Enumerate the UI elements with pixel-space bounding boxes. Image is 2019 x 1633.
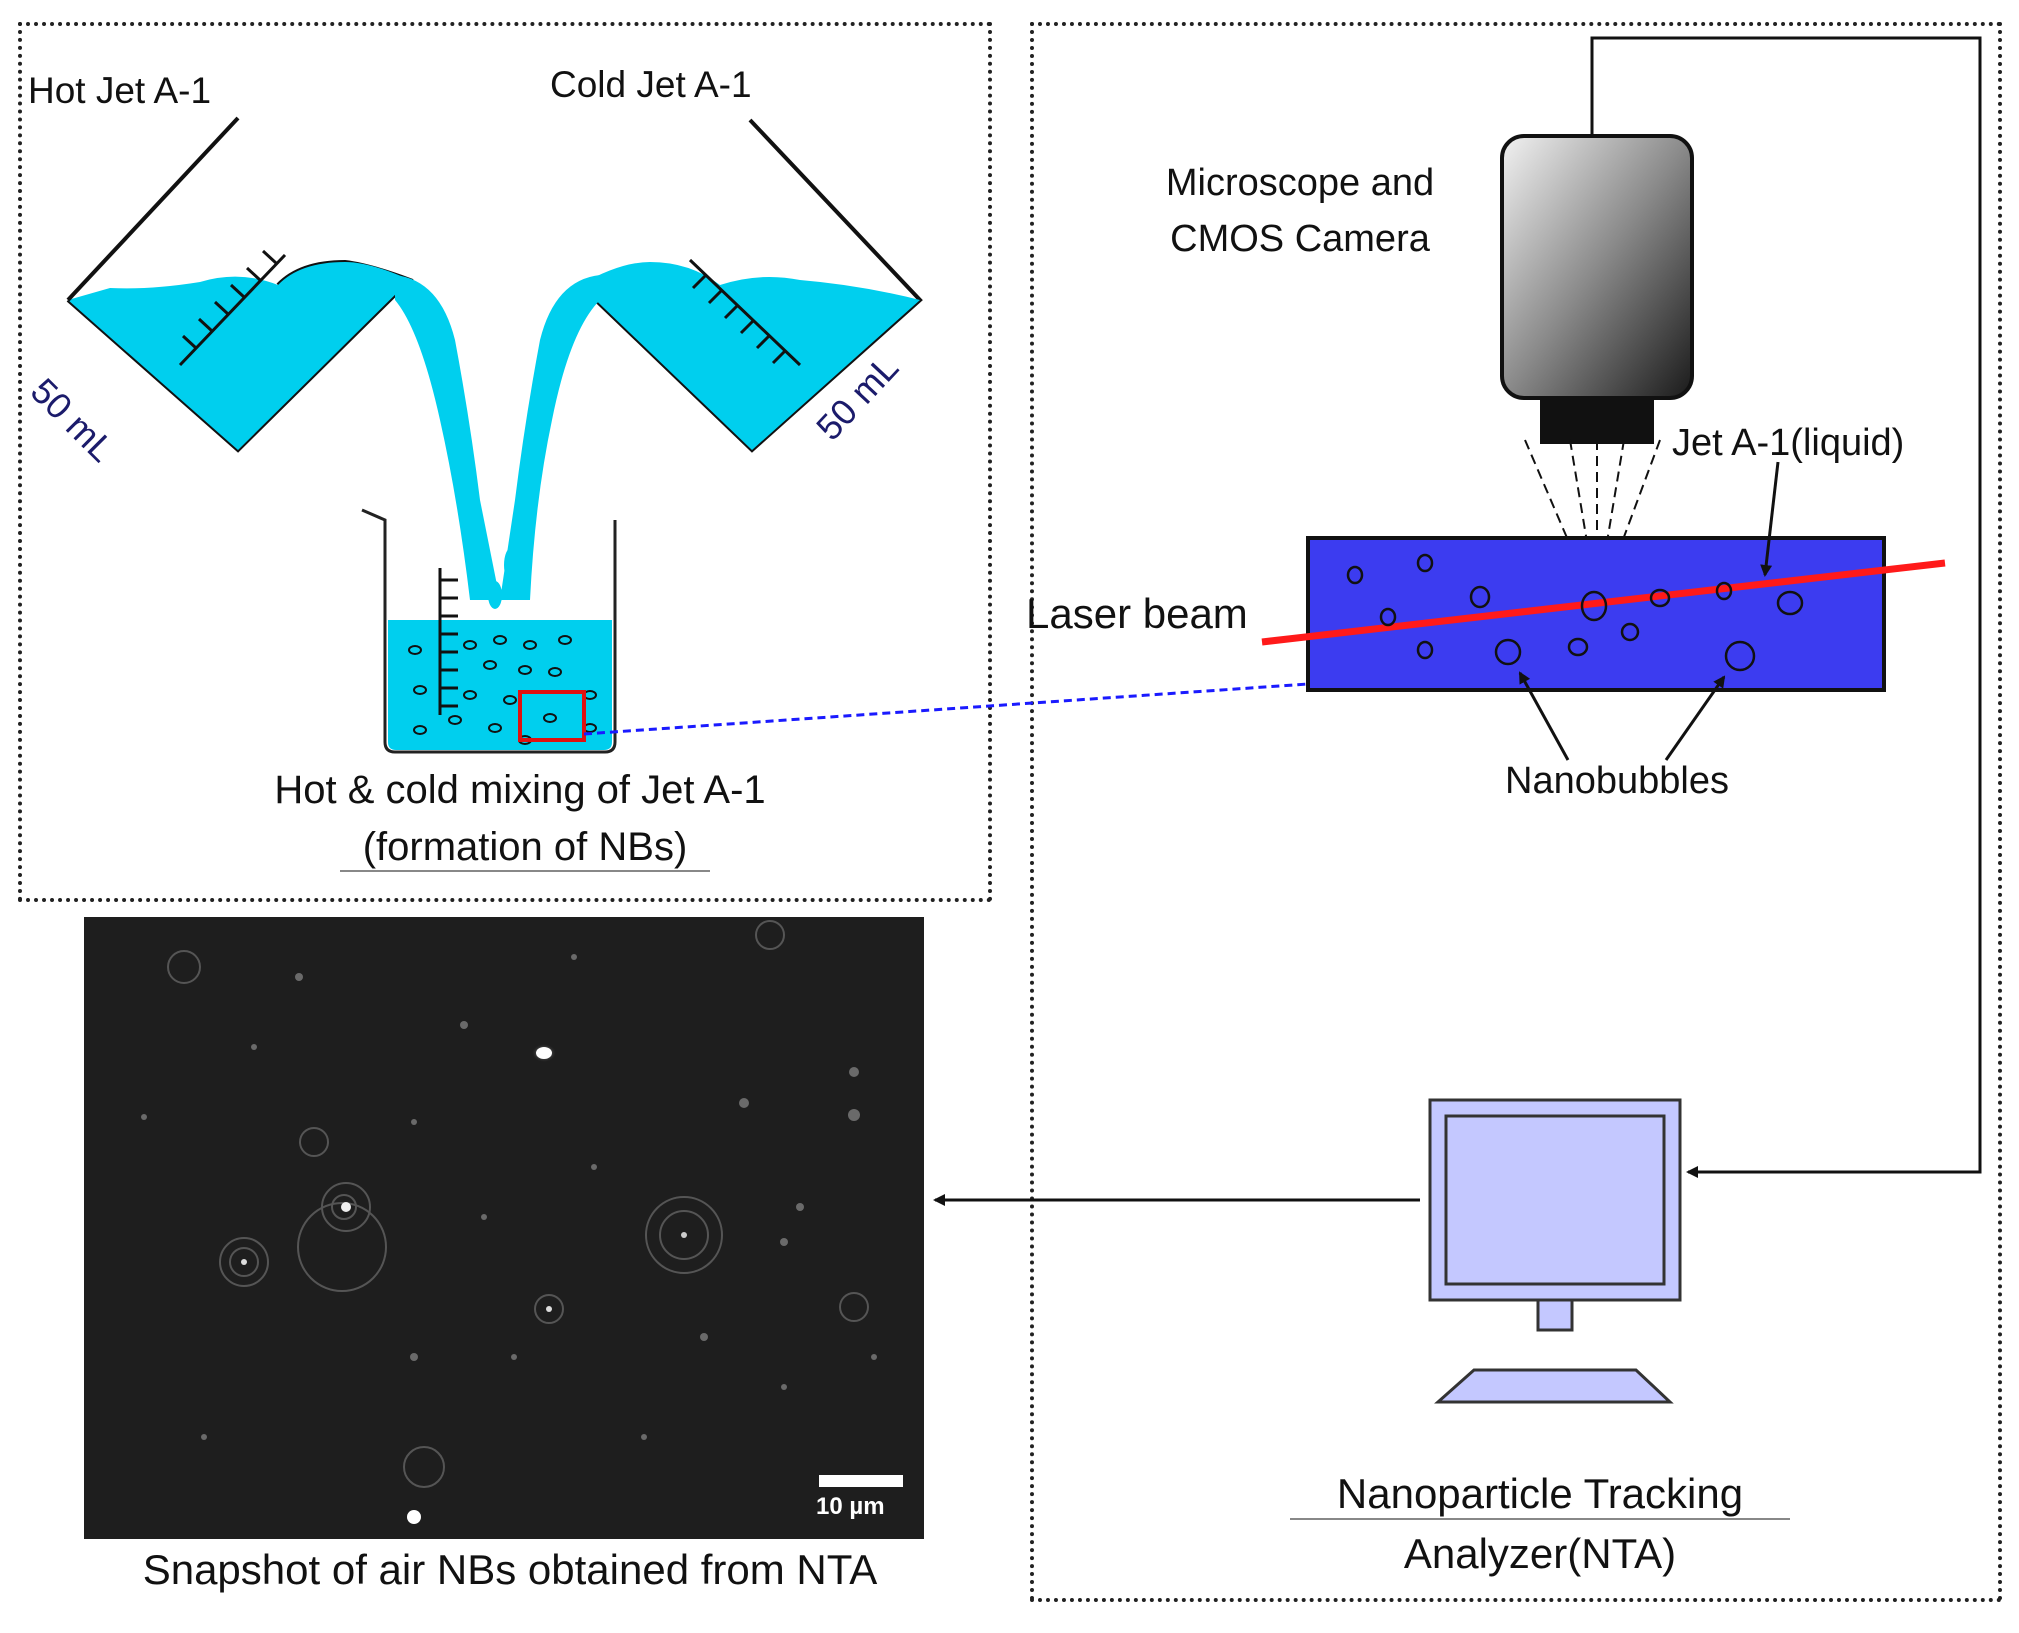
camera-label-line2: CMOS Camera [1170, 218, 1430, 260]
cold-jet-label: Cold Jet A-1 [550, 64, 752, 105]
pour-streams [395, 275, 600, 609]
mixing-beaker [361, 508, 617, 754]
bubble-arrow-right [1664, 675, 1726, 761]
laser-beam [1261, 559, 1946, 646]
mixing-panel [18, 22, 992, 902]
cold-beaker [578, 118, 923, 453]
data-cable [1590, 36, 1982, 1178]
scale-label: 10 µm [816, 1493, 885, 1520]
scale-bar [819, 1475, 903, 1487]
nta-snapshot-image: 10 µm [84, 917, 924, 1539]
laser-label: Laser beam [1026, 590, 1248, 637]
bubble-arrow-left [1518, 671, 1570, 761]
liquid-arrow [1760, 461, 1780, 577]
snapshot-caption: Snapshot of air NBs obtained from NTA [142, 1546, 878, 1593]
mixing-caption-line1: Hot & cold mixing of Jet A-1 [274, 768, 766, 812]
liquid-label: Jet A-1(liquid) [1672, 422, 1905, 464]
zoom-link [583, 682, 1309, 736]
camera-label-line1: Microscope and [1165, 162, 1435, 204]
snapshot-particles [84, 917, 924, 1539]
analyzer-label-line2: Analyzer(NTA) [1403, 1530, 1677, 1577]
nanobubbles-label: Nanobubbles [1505, 760, 1729, 802]
zoom-region [518, 690, 586, 742]
hot-beaker [66, 116, 414, 453]
nta-panel [1030, 22, 2002, 1602]
sample-cell [1261, 536, 1946, 692]
mixing-caption-line2: (formation of NBs) [340, 825, 710, 872]
analyzer-label-line1: Nanoparticle Tracking [1290, 1470, 1790, 1520]
camera [1500, 134, 1694, 597]
monitor-icon [1428, 1098, 1682, 1404]
hot-jet-label: Hot Jet A-1 [28, 70, 212, 111]
